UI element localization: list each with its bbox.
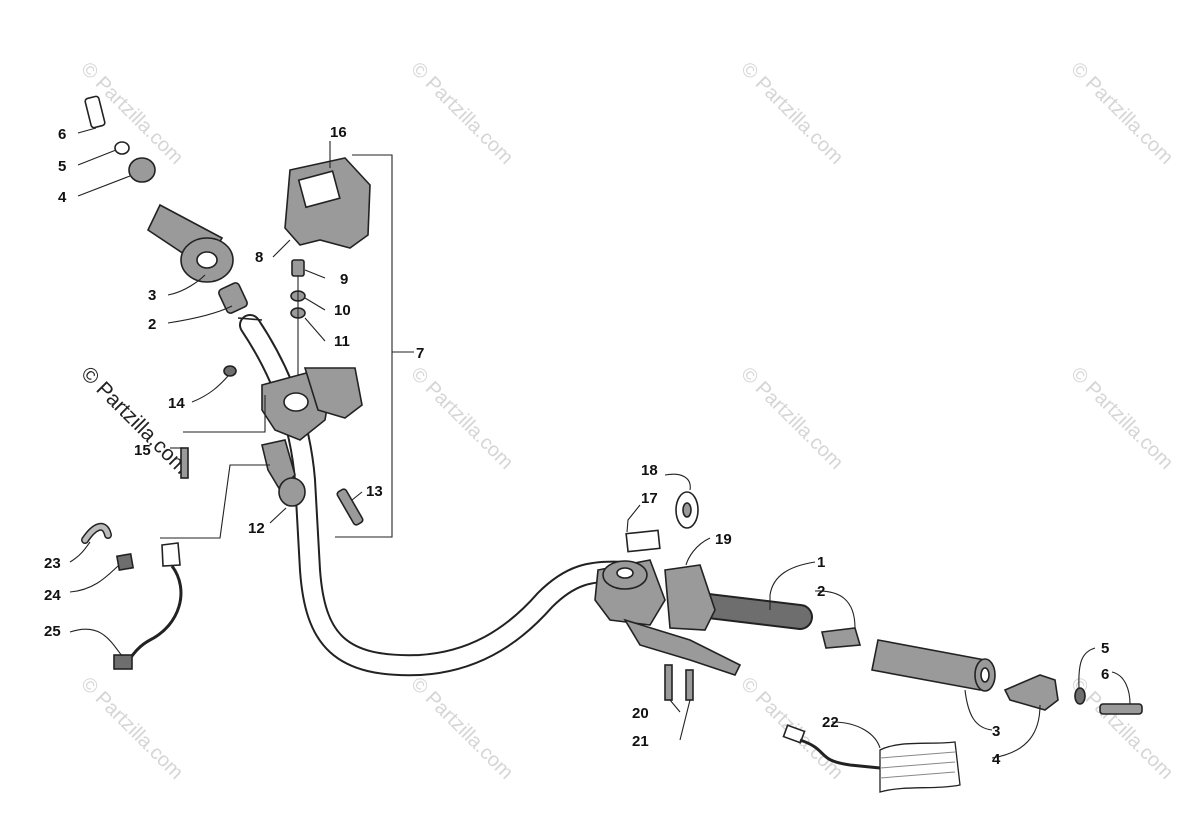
watermark-main: © Partzilla.com xyxy=(76,362,192,478)
screw-part-9 xyxy=(291,259,305,277)
sleeve-part-2-left xyxy=(218,282,248,314)
throttle-housing-part-19 xyxy=(664,564,716,631)
screw-part-13 xyxy=(336,488,364,526)
left-switch-assembly xyxy=(180,365,364,526)
callout-7: 7 xyxy=(416,345,424,362)
watermark: © Partzilla.com xyxy=(1066,363,1177,474)
callout-13: 13 xyxy=(366,483,383,500)
callout-25: 25 xyxy=(44,623,61,640)
callout-18: 18 xyxy=(641,462,658,479)
grip-part-3-right xyxy=(871,639,986,691)
bracket-7 xyxy=(335,154,393,538)
callout-4: 4 xyxy=(58,189,67,206)
callout-9: 9 xyxy=(340,271,348,288)
end-cap-part-4-left xyxy=(128,157,156,183)
watermark: © Partzilla.com xyxy=(406,673,517,784)
callout-4-right: 4 xyxy=(992,751,1001,768)
washer-part-5-right xyxy=(1074,687,1086,705)
housing-part-8 xyxy=(284,157,371,249)
watermark: © Partzilla.com xyxy=(736,58,847,169)
callout-12: 12 xyxy=(248,520,265,537)
callout-17: 17 xyxy=(641,490,658,507)
callout-21: 21 xyxy=(632,733,649,750)
sleeve-part-2-right xyxy=(821,627,862,649)
washer-part-5-left xyxy=(114,141,130,155)
screw-part-20 xyxy=(664,664,673,701)
right-wiring xyxy=(782,724,961,793)
callout-2: 2 xyxy=(148,316,156,333)
end-cap-part-4-right xyxy=(1003,674,1059,711)
callout-6-right: 6 xyxy=(1101,666,1109,683)
label-part-16 xyxy=(297,170,341,209)
heater-element-part-22 xyxy=(879,741,961,793)
brake-lever xyxy=(623,618,742,676)
connector xyxy=(782,724,806,744)
switch-housing-assembly xyxy=(284,157,371,400)
callout-1: 1 xyxy=(817,554,825,571)
screw-part-15 xyxy=(180,447,189,479)
connector-part-25 xyxy=(113,654,133,670)
watermark: © Partzilla.com xyxy=(406,363,517,474)
connector xyxy=(161,542,181,567)
connector-part-24 xyxy=(115,552,135,572)
right-control-assembly xyxy=(594,491,742,701)
watermarks: © Partzilla.com © Partzilla.com © Partzi… xyxy=(76,58,1177,784)
callout-8: 8 xyxy=(255,249,263,266)
watermark: © Partzilla.com xyxy=(736,363,847,474)
callout-22: 22 xyxy=(822,714,839,731)
watermark: © Partzilla.com xyxy=(406,58,517,169)
left-wiring xyxy=(81,522,183,670)
left-grip-assembly xyxy=(84,95,248,314)
callout-5: 5 xyxy=(58,158,66,175)
screw-part-21 xyxy=(685,669,694,701)
callout-2-right: 2 xyxy=(817,583,825,600)
callout-15: 15 xyxy=(134,442,151,459)
watermark: © Partzilla.com xyxy=(76,673,187,784)
callout-23: 23 xyxy=(44,555,61,572)
callout-20: 20 xyxy=(632,705,649,722)
callout-5-right: 5 xyxy=(1101,640,1109,657)
callout-16: 16 xyxy=(330,124,347,141)
bolt-part-6-left xyxy=(84,95,106,129)
callout-labels: 6 5 4 3 2 8 16 9 10 11 7 14 15 12 13 23 … xyxy=(44,124,1109,768)
switch-cover xyxy=(303,367,363,419)
right-grip-assembly xyxy=(821,627,1143,715)
leader-lines xyxy=(69,127,1131,759)
watermark: © Partzilla.com xyxy=(1066,58,1177,169)
nut-part-14 xyxy=(223,365,237,377)
callout-11: 11 xyxy=(334,333,350,350)
callout-3: 3 xyxy=(148,287,156,304)
callout-14: 14 xyxy=(168,395,185,412)
bolt-part-6-right xyxy=(1099,703,1143,715)
label-part-17 xyxy=(625,529,661,553)
callout-19: 19 xyxy=(715,531,732,548)
callout-24: 24 xyxy=(44,587,61,604)
callout-10: 10 xyxy=(334,302,351,319)
callout-3-right: 3 xyxy=(992,723,1000,740)
lever-pivot-part-12 xyxy=(278,477,306,507)
callout-6: 6 xyxy=(58,126,66,143)
